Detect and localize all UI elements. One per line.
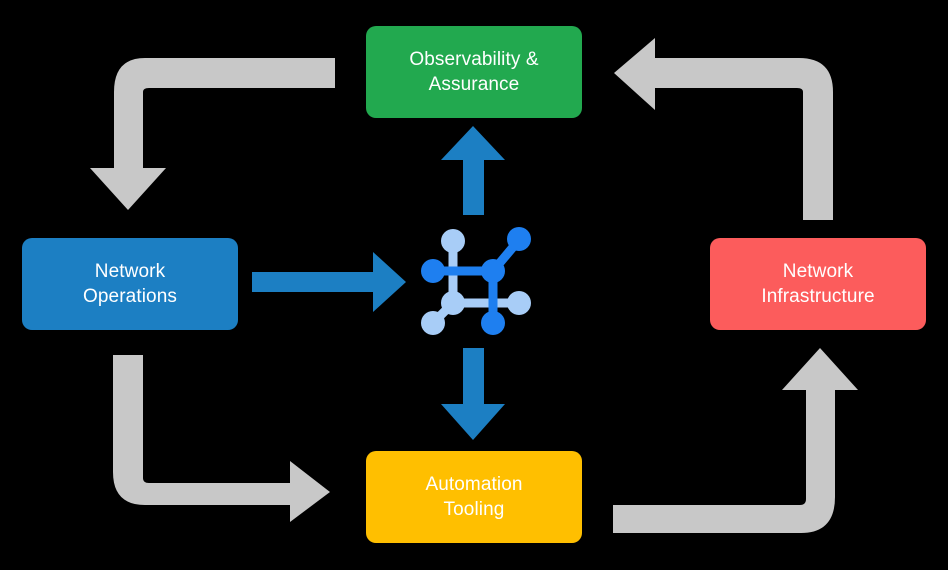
box-observability-label: Observability & Assurance	[409, 48, 539, 95]
box-observability-assurance[interactable]: Observability & Assurance	[366, 26, 582, 118]
network-topology-icon	[421, 227, 531, 335]
arrow-infrastructure-to-observability	[614, 38, 833, 220]
arrow-observability-to-operations	[90, 58, 335, 210]
box-automation-tooling[interactable]: Automation Tooling	[366, 451, 582, 543]
box-network-operations[interactable]: Network Operations	[22, 238, 238, 330]
arrow-operations-to-automation	[113, 355, 330, 522]
arrow-operations-to-center	[252, 252, 406, 312]
box-infrastructure-label: Network Infrastructure	[761, 260, 875, 307]
box-network-infrastructure[interactable]: Network Infrastructure	[710, 238, 926, 330]
arrow-center-to-observability	[441, 126, 505, 215]
box-automation-label: Automation Tooling	[425, 473, 523, 520]
arrow-center-to-automation	[441, 348, 505, 440]
box-operations-label: Network Operations	[83, 260, 177, 307]
arrow-automation-to-infrastructure	[613, 348, 858, 533]
